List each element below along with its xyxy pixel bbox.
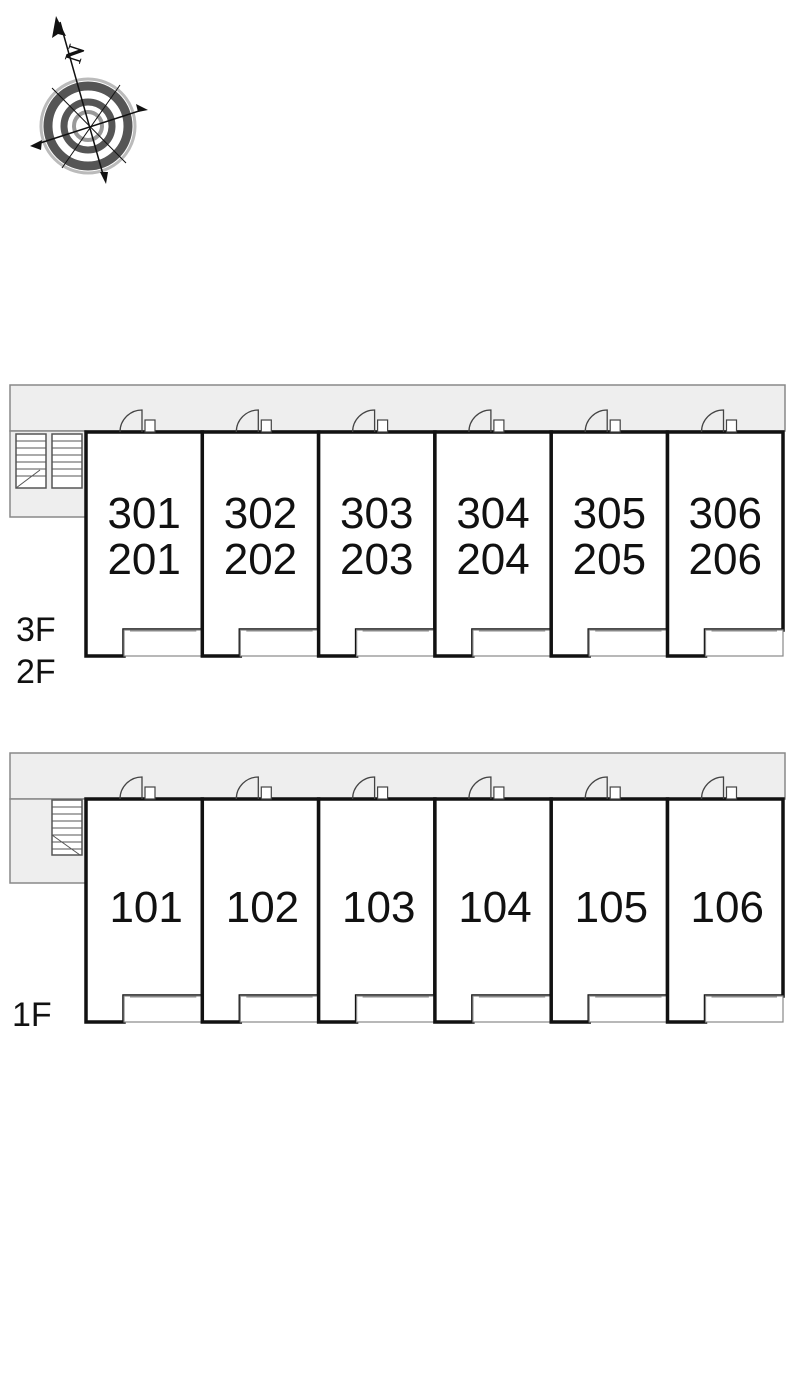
unit-number: 101 (109, 883, 182, 932)
door-icon (700, 409, 725, 433)
door-icon (468, 409, 492, 433)
unit-number: 301 (107, 489, 180, 538)
balcony (123, 629, 203, 657)
balcony (239, 629, 320, 657)
meter-box (144, 786, 156, 800)
unit-number: 303 (340, 489, 413, 538)
unit-number: 201 (107, 535, 180, 584)
balcony (704, 629, 784, 657)
staircase-icon (51, 799, 83, 856)
unit-104: 104 (433, 776, 553, 1024)
unit-number: 304 (456, 489, 529, 538)
balcony (472, 995, 552, 1023)
meter-box (144, 419, 156, 433)
door-icon (351, 409, 376, 433)
meter-box (725, 786, 738, 800)
corridor (9, 384, 786, 432)
unit-number: 103 (342, 883, 415, 932)
unit-number: 106 (691, 883, 764, 932)
door-icon (700, 776, 725, 800)
door-icon (584, 776, 608, 800)
door-icon (468, 776, 492, 800)
door-icon (235, 776, 259, 800)
unit-number: 204 (456, 535, 529, 584)
floor-label-2f: 2F (16, 653, 56, 691)
door-icon (119, 776, 143, 800)
meter-box (260, 419, 272, 433)
corridor (9, 752, 786, 800)
door-icon (351, 776, 376, 800)
unit-number: 202 (224, 535, 297, 584)
unit-101: 101 (84, 776, 205, 1024)
unit-number: 105 (575, 883, 648, 932)
balcony (588, 629, 669, 657)
first-floor-block: 101 102 103 104 105 106 (9, 752, 786, 1024)
meter-box (609, 419, 621, 433)
balcony (123, 995, 203, 1023)
unit-number: 306 (689, 489, 762, 538)
unit-number: 102 (226, 883, 299, 932)
unit-number: 203 (340, 535, 413, 584)
floor-label-3f: 3F (16, 611, 56, 649)
door-icon (119, 409, 143, 433)
floor-label-1f: 1F (12, 996, 52, 1034)
meter-box (725, 419, 738, 433)
meter-box (377, 419, 389, 433)
balcony (588, 995, 669, 1023)
balcony (704, 995, 784, 1023)
north-label: N (61, 41, 91, 66)
balcony (472, 629, 552, 657)
unit-105: 105 (549, 776, 670, 1024)
north-arrow-compass-icon: N (30, 16, 148, 184)
meter-box (260, 786, 272, 800)
meter-box (609, 786, 621, 800)
unit-106: 106 (665, 776, 785, 1024)
balcony (356, 995, 436, 1023)
unit-number: 305 (573, 489, 646, 538)
balcony (356, 629, 436, 657)
meter-box (377, 786, 389, 800)
staircase-icon (15, 433, 83, 489)
unit-number: 205 (573, 535, 646, 584)
door-icon (584, 409, 608, 433)
balcony (239, 995, 320, 1023)
unit-102: 102 (200, 776, 321, 1024)
meter-box (493, 786, 505, 800)
meter-box (493, 419, 505, 433)
door-icon (235, 409, 259, 433)
unit-number: 104 (458, 883, 531, 932)
unit-103: 103 (316, 776, 437, 1024)
unit-number: 206 (689, 535, 762, 584)
unit-number: 302 (224, 489, 297, 538)
